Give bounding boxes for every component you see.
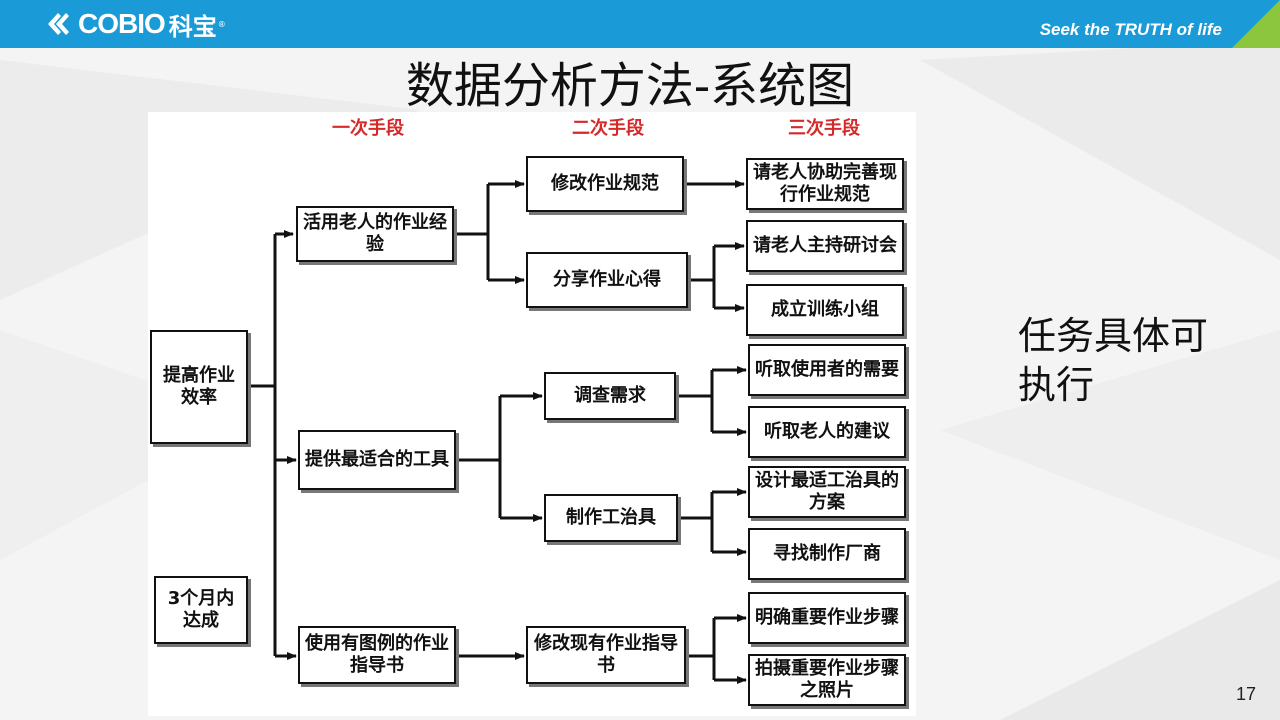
node-level3-8: 明确重要作业步骤 <box>748 592 906 644</box>
slogan: Seek the TRUTH of life <box>1039 20 1222 39</box>
logo-text: COBIO <box>78 8 166 39</box>
column-header-secondary: 二次手段 <box>572 118 644 139</box>
logo-chinese-text: 科宝 <box>168 12 217 41</box>
connector-lines <box>250 180 747 684</box>
node-level3-7: 寻找制作厂商 <box>748 528 906 580</box>
header-bar: COBIO 科宝 ® Seek the TRUTH of life <box>0 0 1280 48</box>
slide-title-text: 数据分析方法-系统图 <box>405 58 855 114</box>
node-root-goal: 提高作业效率 <box>150 330 248 444</box>
node-level2-revise-guide: 修改现有作业指导书 <box>526 626 686 684</box>
column-header-primary: 一次手段 <box>332 118 404 139</box>
corner-triangle-decoration <box>1232 0 1280 48</box>
node-level1-experience: 活用老人的作业经验 <box>296 206 454 262</box>
node-level2-share: 分享作业心得 <box>526 252 688 308</box>
node-level3-2: 请老人主持研讨会 <box>746 220 904 272</box>
node-level1-guide: 使用有图例的作业指导书 <box>298 626 456 684</box>
column-header-tertiary: 三次手段 <box>788 118 860 139</box>
node-level1-tools: 提供最适合的工具 <box>298 430 456 490</box>
node-level2-fixture: 制作工治具 <box>544 494 678 542</box>
node-level3-9: 拍摄重要作业步骤之照片 <box>748 654 906 706</box>
system-diagram: 一次手段 二次手段 三次手段 提高作业效率 3个月内达成 活用老人的作业经验 提… <box>148 112 916 716</box>
cobio-logo-icon <box>48 13 69 35</box>
registered-mark: ® <box>217 19 226 29</box>
company-logo: COBIO 科宝 ® <box>44 8 226 41</box>
node-level2-revise-spec: 修改作业规范 <box>526 156 684 212</box>
node-level3-6: 设计最适工治具的方案 <box>748 466 906 518</box>
page-number: 17 <box>1235 684 1256 704</box>
node-level2-survey: 调查需求 <box>544 372 676 420</box>
node-level3-4: 听取使用者的需要 <box>748 344 906 396</box>
node-level3-1: 请老人协助完善现行作业规范 <box>746 158 904 210</box>
node-level3-5: 听取老人的建议 <box>748 406 906 458</box>
node-deadline: 3个月内达成 <box>154 576 248 644</box>
side-note: 任务具体可执行 <box>1018 314 1209 408</box>
node-level3-3: 成立训练小组 <box>746 284 904 336</box>
slide-title: 数据分析方法-系统图 <box>0 46 1280 116</box>
